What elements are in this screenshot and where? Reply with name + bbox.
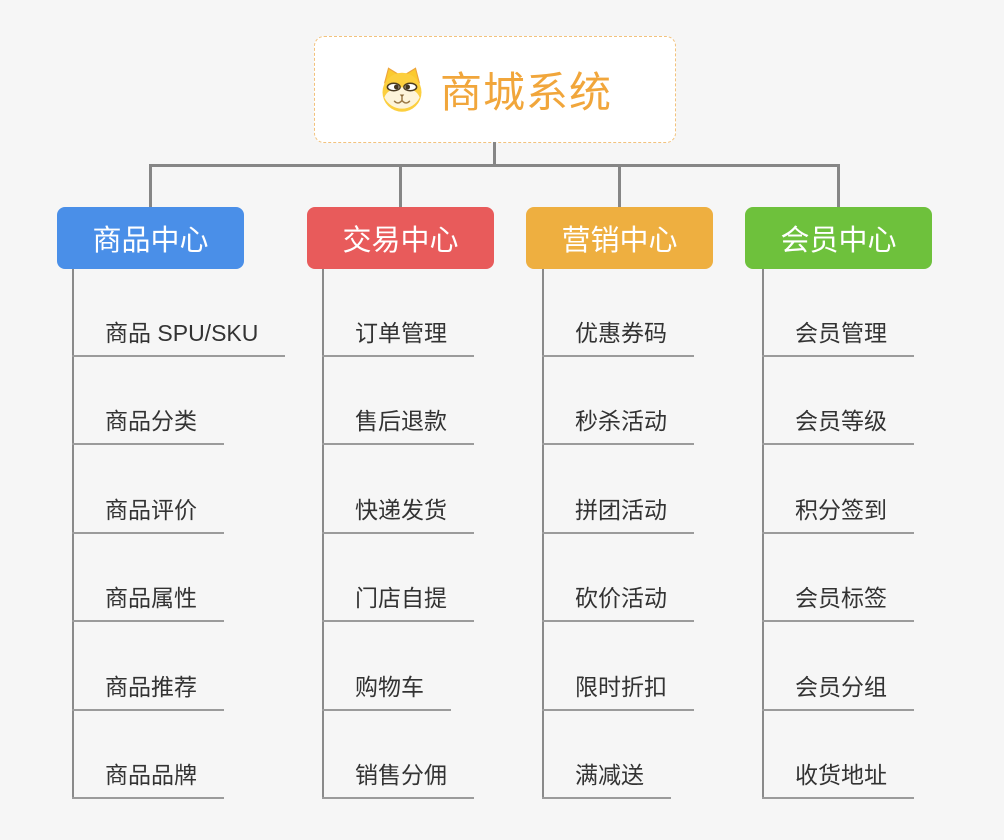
connector-drop (618, 164, 621, 207)
dog-face-icon (378, 66, 426, 114)
leaf-node[interactable]: 销售分佣 (322, 759, 474, 799)
leaf-node[interactable]: 订单管理 (322, 317, 474, 357)
branch-node-marketing-center[interactable]: 营销中心 (526, 207, 713, 269)
leaf-node[interactable]: 会员分组 (762, 671, 914, 711)
connector-trunk (149, 164, 840, 167)
root-node-label: 商城系统 (439, 69, 612, 116)
leaf-node[interactable]: 购物车 (322, 671, 451, 711)
leaf-node[interactable]: 砍价活动 (542, 582, 694, 622)
connector-root-stub (493, 142, 496, 167)
leaf-node[interactable]: 收货地址 (762, 759, 914, 799)
leaf-node[interactable]: 秒杀活动 (542, 405, 694, 445)
leaf-node[interactable]: 限时折扣 (542, 671, 694, 711)
branch-node-product-center[interactable]: 商品中心 (57, 207, 244, 269)
branch-node-member-center[interactable]: 会员中心 (745, 207, 932, 269)
leaf-node[interactable]: 满减送 (542, 759, 671, 799)
leaf-node[interactable]: 商品属性 (72, 582, 224, 622)
leaf-node[interactable]: 门店自提 (322, 582, 474, 622)
leaf-node[interactable]: 商品分类 (72, 405, 224, 445)
leaf-node[interactable]: 商品 SPU/SKU (72, 317, 286, 357)
connector-drop (399, 164, 402, 207)
leaf-node[interactable]: 商品评价 (72, 494, 224, 534)
leaf-node[interactable]: 拼团活动 (542, 494, 694, 534)
branch-node-trade-center[interactable]: 交易中心 (307, 207, 494, 269)
leaf-node[interactable]: 快递发货 (322, 494, 474, 534)
leaf-node[interactable]: 优惠券码 (542, 317, 694, 357)
connector-column-line (72, 269, 74, 799)
leaf-node[interactable]: 会员等级 (762, 405, 914, 445)
root-node[interactable]: 商城系统 (314, 36, 676, 143)
leaf-node[interactable]: 商品品牌 (72, 759, 224, 799)
connector-drop (149, 164, 152, 207)
leaf-node[interactable]: 会员管理 (762, 317, 914, 357)
connector-column-line (322, 269, 324, 799)
connector-column-line (762, 269, 764, 799)
connector-drop (837, 164, 840, 207)
connector-column-line (542, 269, 544, 799)
leaf-node[interactable]: 售后退款 (322, 405, 474, 445)
leaf-node[interactable]: 会员标签 (762, 582, 914, 622)
leaf-node[interactable]: 商品推荐 (72, 671, 224, 711)
leaf-node[interactable]: 积分签到 (762, 494, 914, 534)
